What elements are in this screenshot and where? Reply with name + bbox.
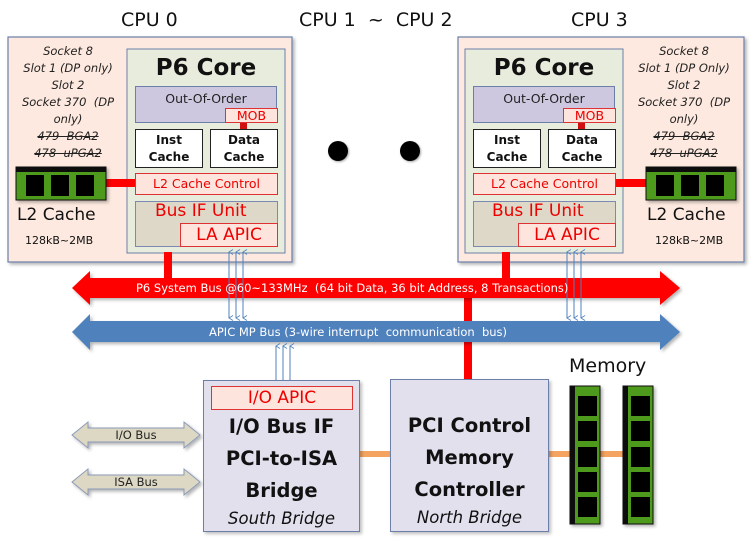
isa-bus-label: ISA Bus xyxy=(114,475,158,489)
cpu0-l2-module xyxy=(15,166,107,201)
data-cache-line: Cache xyxy=(223,150,265,164)
cpu0-l2-link xyxy=(105,179,137,187)
cpu3-la-apic: LA APIC xyxy=(518,223,616,247)
ellipsis-dot-2 xyxy=(400,141,420,161)
cpu0-apic-wires xyxy=(228,249,248,321)
io-bus-label: I/O Bus xyxy=(115,428,157,442)
north-bridge-line: PCI Control xyxy=(407,414,532,437)
inst-cache-line: Inst xyxy=(494,133,520,147)
socket-item: Slot 1 (DP Only) xyxy=(638,61,730,75)
cpu3-l2-link xyxy=(613,179,648,187)
south-bridge-line: PCI-to-ISA xyxy=(225,447,338,470)
memory-module-2 xyxy=(622,385,654,525)
cpu3-inst-cache: Inst Cache xyxy=(473,129,541,168)
cpu0-bus-if-label: Bus IF Unit xyxy=(155,201,247,221)
cpu0-la-apic: LA APIC xyxy=(180,223,278,247)
cpu0-ooo-label: Out-Of-Order xyxy=(165,91,247,106)
north-bridge: PCI Control Memory Controller North Brid… xyxy=(390,379,549,532)
system-bus-arrow xyxy=(72,271,680,305)
cpu0-l2-cache-control: L2 Cache Control xyxy=(135,173,278,195)
io-apic-wires xyxy=(275,343,295,387)
cpu3-bus-link xyxy=(502,252,510,282)
cpu3-title: CPU 3 xyxy=(571,9,628,31)
south-bridge: I/O APIC I/O Bus IF PCI-to-ISA Bridge So… xyxy=(203,380,360,532)
socket-item: only) xyxy=(669,112,699,126)
memory-module-1 xyxy=(569,385,601,525)
memory-label: Memory xyxy=(569,355,647,377)
cpu0-l2-label: L2 Cache xyxy=(17,205,96,225)
cpu0-bus-link xyxy=(164,252,172,282)
io-bus-arrow xyxy=(71,420,201,450)
cpu0-mob-link xyxy=(240,122,247,132)
socket-item: Socket 8 xyxy=(659,44,709,58)
apic-bus-label: APIC MP Bus (3-wire interrupt communicat… xyxy=(209,325,508,339)
socket-item: Slot 2 xyxy=(667,78,701,92)
inst-cache-line: Cache xyxy=(486,150,528,164)
cpu3-core-title: P6 Core xyxy=(493,55,595,81)
cpu3-mob-link xyxy=(578,122,585,132)
system-bus-label: P6 System Bus @60~133MHz (64 bit Data, 3… xyxy=(136,281,569,295)
socket-item-deprecated: 479 BGA2 xyxy=(37,129,99,143)
cpu0-core-title: P6 Core xyxy=(155,55,257,81)
socket-item: Slot 1 (DP only) xyxy=(23,61,113,75)
cpu0-l2-size: 128kB~2MB xyxy=(25,234,94,247)
cpu3-l2-size: 128kB~2MB xyxy=(655,234,724,247)
cpu0-title: CPU 0 xyxy=(121,9,178,31)
north-memory-link xyxy=(548,451,573,457)
cpu3-data-cache: Data Cache xyxy=(548,129,616,168)
apic-bus-arrow xyxy=(72,314,680,350)
south-bridge-subtitle: South Bridge xyxy=(228,509,335,528)
socket-item-deprecated: 478 uPGA2 xyxy=(34,146,102,160)
socket-item: Socket 370 (DP xyxy=(637,95,731,109)
ellipsis-dot-1 xyxy=(328,141,348,161)
socket-item-deprecated: 479 BGA2 xyxy=(653,129,715,143)
cpu-middle-title: CPU 1 ~ CPU 2 xyxy=(299,9,453,31)
cpu3-mob: MOB xyxy=(563,108,616,123)
socket-item: Socket 370 (DP xyxy=(21,95,115,109)
data-cache-line: Data xyxy=(228,133,260,147)
isa-bus-arrow xyxy=(71,467,201,497)
north-bridge-subtitle: North Bridge xyxy=(416,508,523,527)
south-north-link xyxy=(352,451,392,457)
cpu0-mob: MOB xyxy=(225,108,278,123)
memory-memory-link xyxy=(600,451,625,457)
socket-item: Socket 8 xyxy=(43,44,93,58)
cpu0-data-cache: Data Cache xyxy=(210,129,278,168)
inst-cache-line: Cache xyxy=(148,150,190,164)
cpu3-socket-list: Socket 8 Slot 1 (DP Only) Slot 2 Socket … xyxy=(628,43,740,162)
north-bridge-line: Memory xyxy=(425,446,514,469)
data-cache-line: Data xyxy=(566,133,598,147)
cpu3-l2-label: L2 Cache xyxy=(647,205,726,225)
socket-item: Slot 2 xyxy=(51,78,85,92)
south-bridge-line: Bridge xyxy=(245,479,318,502)
cpu0-socket-list: Socket 8 Slot 1 (DP only) Slot 2 Socket … xyxy=(14,43,122,162)
cpu3-l2-cache-control: L2 Cache Control xyxy=(473,173,616,195)
north-bridge-line: Controller xyxy=(414,478,525,501)
cpu3-bus-if-label: Bus IF Unit xyxy=(492,201,584,221)
socket-item: only) xyxy=(53,112,83,126)
socket-item-deprecated: 478 uPGA2 xyxy=(650,146,718,160)
io-apic: I/O APIC xyxy=(211,386,353,410)
cpu3-apic-wires xyxy=(566,249,586,321)
south-bridge-line: I/O Bus IF xyxy=(228,415,335,438)
data-cache-line: Cache xyxy=(561,150,603,164)
cpu0-inst-cache: Inst Cache xyxy=(135,129,203,168)
inst-cache-line: Inst xyxy=(156,133,182,147)
cpu3-ooo-label: Out-Of-Order xyxy=(503,91,585,106)
cpu3-l2-module xyxy=(645,166,737,201)
